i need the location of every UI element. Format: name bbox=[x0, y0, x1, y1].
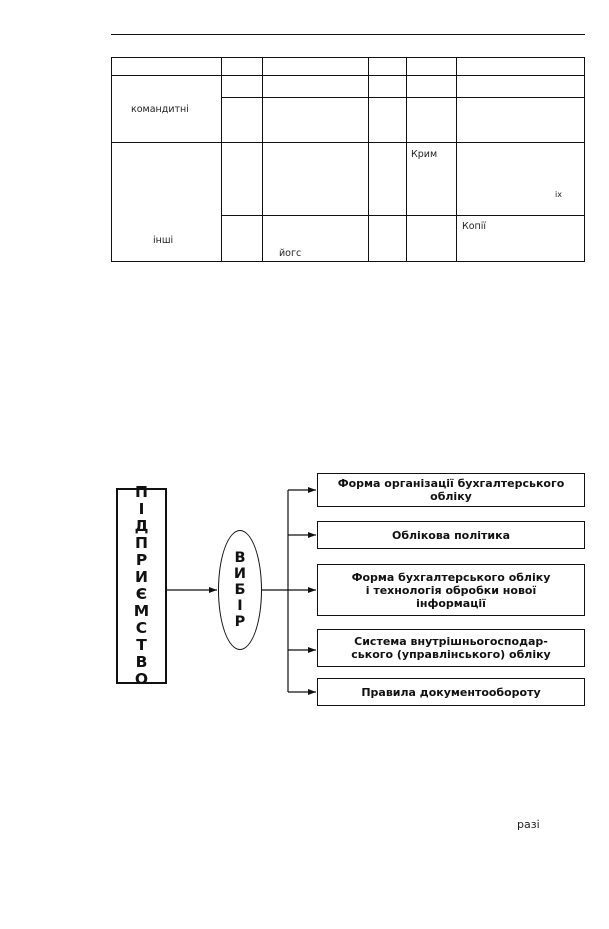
enterprise-letter: С bbox=[135, 619, 148, 637]
enterprise-letter: М bbox=[133, 602, 150, 620]
enterprise-letter: Т bbox=[136, 636, 147, 654]
box-accounting-policy: Облікова політика bbox=[317, 521, 585, 549]
box-line: обліку bbox=[430, 490, 472, 503]
box-accounting-form-and-technology: Форма бухгалтерського обліку і технологі… bbox=[317, 564, 585, 616]
table-border-bottom bbox=[111, 261, 585, 262]
box-line: і технологія обробки нової bbox=[365, 583, 537, 597]
cell-inshi: інші bbox=[153, 235, 174, 246]
col-divider-2 bbox=[262, 57, 263, 262]
col-divider-1 bbox=[221, 57, 222, 262]
cell-yogs: йогс bbox=[279, 248, 302, 259]
col-divider-5 bbox=[456, 57, 457, 262]
col-divider-3 bbox=[368, 57, 369, 262]
enterprise-letter: О bbox=[134, 670, 149, 688]
enterprise-letter: І bbox=[138, 500, 145, 518]
enterprise-letter: В bbox=[135, 653, 148, 671]
top-rule bbox=[111, 34, 585, 35]
enterprise-letter: П bbox=[135, 534, 148, 552]
box-accounting-organization-form: Форма організації бухгалтерського обліку bbox=[317, 473, 585, 507]
enterprise-letter: Є bbox=[135, 585, 148, 603]
box-line: Облікова політика bbox=[391, 528, 511, 542]
box-line: Система внутрішньогосподар- bbox=[354, 635, 548, 648]
box-line: Форма організації бухгалтерського bbox=[337, 477, 565, 490]
box-line: інформації bbox=[416, 596, 486, 610]
cell-ikh: іх bbox=[555, 190, 562, 199]
choice-letter: І bbox=[237, 598, 243, 614]
enterprise-box: П І Д П Р И Є М С Т В О bbox=[116, 484, 167, 688]
box-line: Правила документообороту bbox=[361, 685, 541, 699]
box-line: Форма бухгалтерського обліку bbox=[351, 570, 551, 584]
box-internal-management-accounting: Система внутрішньогосподар- ського (упра… bbox=[317, 629, 585, 667]
cell-krym: Крим bbox=[411, 149, 438, 160]
row-divider-lower bbox=[222, 215, 585, 216]
row-divider-group bbox=[111, 142, 585, 143]
enterprise-letter: И bbox=[135, 568, 148, 586]
col-divider-4 bbox=[406, 57, 407, 262]
cell-kopii: Копії bbox=[462, 221, 487, 232]
choice-letter: В bbox=[234, 550, 246, 566]
data-table: командитні інші Крим іх Копії йогс bbox=[0, 0, 609, 300]
box-line: ського (управлінського) обліку bbox=[351, 648, 551, 661]
row-divider-header bbox=[111, 75, 585, 76]
enterprise-letter: П bbox=[135, 483, 148, 501]
table-border-top bbox=[111, 57, 585, 58]
choice-letter: И bbox=[233, 566, 247, 582]
footer-word: разі bbox=[517, 818, 540, 831]
box-document-flow-rules: Правила документообороту bbox=[317, 678, 585, 706]
row-divider-sub bbox=[222, 97, 585, 98]
choice-ellipse: В И Б І Р bbox=[218, 530, 262, 650]
accounting-choice-diagram: П І Д П Р И Є М С Т В О В И Б І Р Форма … bbox=[0, 460, 609, 720]
table-border-right bbox=[584, 57, 585, 262]
cell-komandytni: командитні bbox=[131, 104, 189, 115]
choice-letter: Б bbox=[234, 582, 246, 598]
enterprise-letter: Д bbox=[134, 517, 149, 535]
table-border-left bbox=[111, 57, 112, 262]
choice-letter: Р bbox=[234, 614, 246, 630]
enterprise-letter: Р bbox=[135, 551, 148, 569]
diagram-connectors bbox=[167, 487, 316, 695]
